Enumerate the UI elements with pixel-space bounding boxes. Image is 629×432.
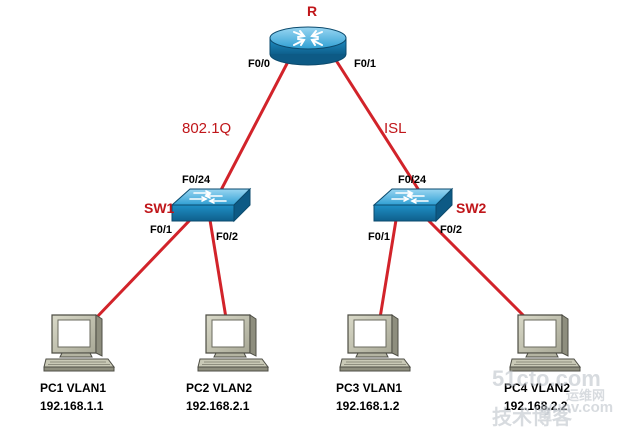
switch-sw1-icon[interactable] [171, 188, 251, 222]
watermark-line1: 51cto.com [492, 366, 601, 391]
switch-sw2-icon[interactable] [373, 188, 453, 222]
sw2-name: SW2 [456, 200, 487, 216]
sw1-port-a: F0/1 [150, 224, 172, 236]
sw2-uplink-port: F0/24 [398, 174, 427, 186]
pc4-icon[interactable] [509, 314, 581, 372]
link-sw2-pc3 [378, 219, 398, 319]
pc1-label: PC1 VLAN1 [40, 381, 106, 395]
router-icon[interactable] [269, 26, 347, 66]
link-sw1-pc2 [208, 219, 228, 319]
watermark: 51cto.com 技术博客 iyunv.com 运维网 [492, 366, 613, 429]
sw1-name: SW1 [144, 200, 175, 216]
left-trunk-label: 802.1Q [182, 120, 231, 137]
watermark-line3: iyunv.com [540, 399, 613, 416]
watermark-line4: 运维网 [566, 388, 605, 403]
pc2-label: PC2 VLAN2 [186, 381, 252, 395]
pc1-ip: 192.168.1.1 [40, 399, 104, 413]
sw2-port-b: F0/2 [440, 224, 462, 236]
router-port-left: F0/0 [248, 58, 270, 70]
pc3-ip: 192.168.1.2 [336, 399, 400, 413]
pc4-ip: 192.168.2.2 [504, 399, 568, 413]
link-lines [94, 53, 528, 320]
pc3-label: PC3 VLAN1 [336, 381, 402, 395]
pc2-ip: 192.168.2.1 [186, 399, 250, 413]
router-name: R [307, 3, 317, 19]
link-router-sw1 [218, 53, 294, 193]
link-sw2-pc4 [426, 218, 528, 320]
pc3-icon[interactable] [339, 314, 411, 372]
watermark-line2: 技术博客 [492, 405, 573, 429]
pc2-icon[interactable] [197, 314, 269, 372]
link-sw1-pc1 [94, 218, 192, 320]
right-trunk-label: ISL [384, 120, 407, 137]
router-port-right: F0/1 [354, 58, 376, 70]
link-router-sw2 [330, 53, 422, 193]
sw1-uplink-port: F0/24 [182, 174, 211, 186]
sw2-port-a: F0/1 [368, 231, 390, 243]
pc1-icon[interactable] [43, 314, 115, 372]
sw1-port-b: F0/2 [216, 231, 238, 243]
pc4-label: PC4 VLAN2 [504, 381, 570, 395]
